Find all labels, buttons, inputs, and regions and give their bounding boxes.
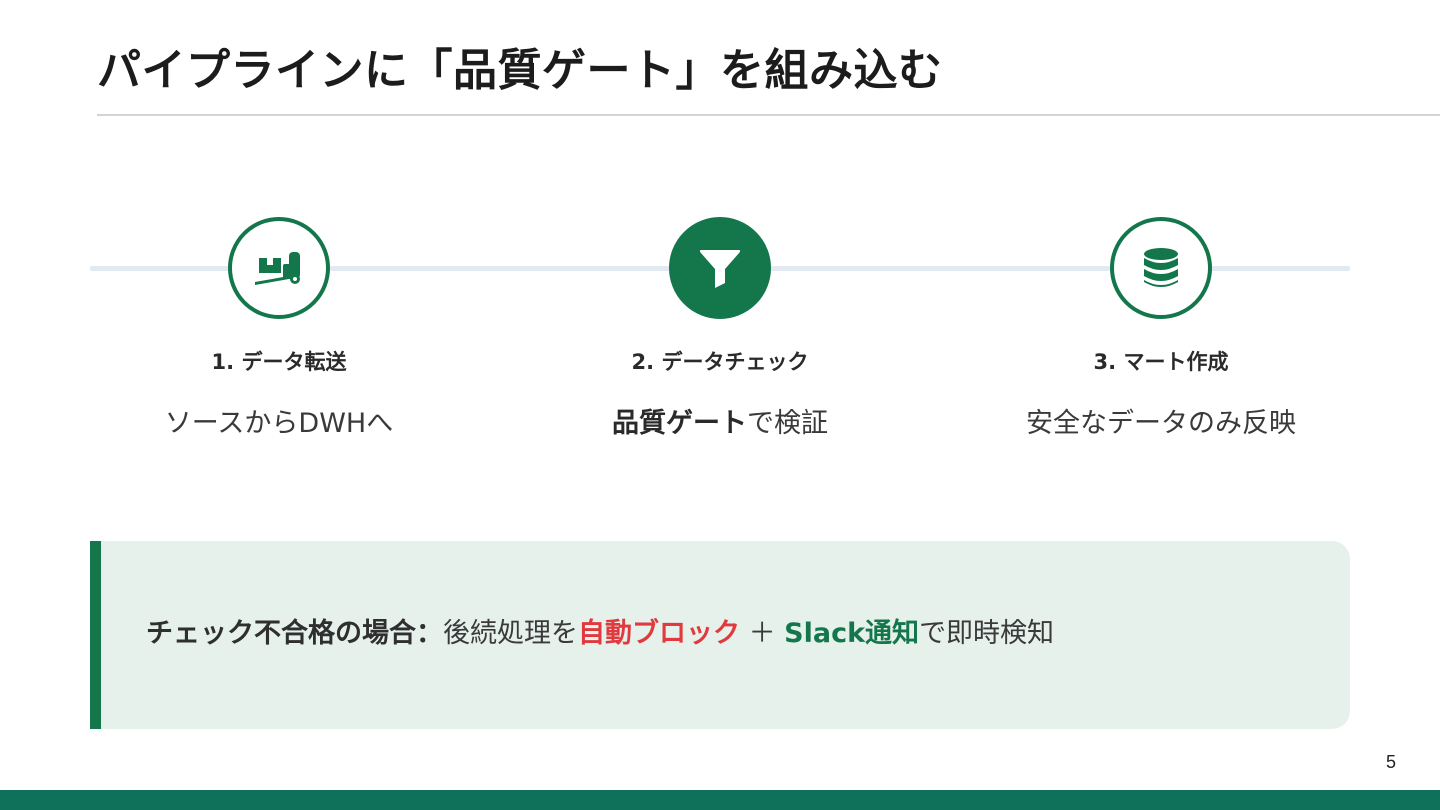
step-2-description: 品質ゲートで検証	[520, 401, 920, 440]
title-divider	[97, 114, 1440, 116]
step-2-label: 2. データチェック	[631, 350, 809, 374]
page-number: 5	[1385, 752, 1396, 772]
failure-callout-text: チェック不合格の場合：後続処理を自動ブロック ＋ Slack通知で即時検知	[146, 611, 1054, 650]
step-1-circle	[228, 217, 330, 319]
truck-loading-icon	[255, 252, 300, 285]
callout-lead: チェック不合格の場合：	[146, 618, 443, 649]
callout-text-1: 後続処理を	[443, 618, 578, 649]
quality-gate-emphasis: 品質ゲート	[612, 408, 747, 439]
auto-block-highlight: 自動ブロック	[578, 618, 740, 649]
failure-callout-box	[90, 541, 1350, 729]
slide-title: パイプラインに「品質ゲート」を組み込む	[97, 45, 943, 96]
step-1-label: 1. データ転送	[211, 350, 347, 374]
database-icon	[1144, 248, 1178, 287]
step-3-description: 安全なデータのみ反映	[1026, 408, 1296, 439]
slack-notify-highlight: Slack通知	[784, 618, 920, 649]
step-2-description-rest: で検証	[747, 408, 828, 439]
step-1-description: ソースからDWHへ	[164, 408, 394, 439]
footer-bar	[0, 790, 1440, 810]
step-3-label: 3. マート作成	[1093, 350, 1229, 374]
step-2-circle	[669, 217, 771, 319]
callout-plus: ＋	[740, 618, 785, 649]
step-3-circle	[1110, 217, 1212, 319]
callout-text-2: で即時検知	[919, 618, 1055, 649]
filter-icon	[699, 250, 741, 288]
